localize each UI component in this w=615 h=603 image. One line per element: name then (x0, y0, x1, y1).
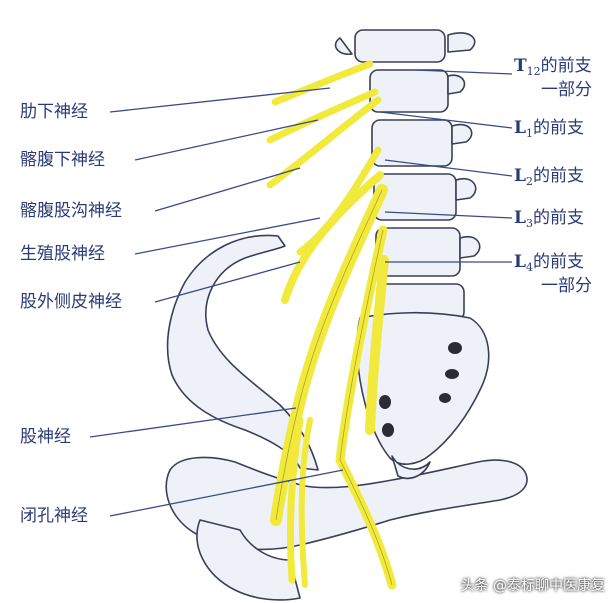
subcostal-nerve (271, 60, 374, 106)
label-genitofemoral: 生殖股神经 (20, 244, 105, 264)
l2-process-r (451, 123, 473, 145)
nerve-outlines (275, 189, 393, 586)
vertebra-t12 (354, 29, 446, 63)
label-l1-sub: 1 (525, 127, 533, 140)
label-l2-sub: 2 (525, 175, 533, 188)
leader-l2 (384, 159, 513, 177)
femoral-branch-a (286, 416, 304, 584)
left-ilium (166, 234, 319, 471)
label-subcostal: 肋下神经 (20, 102, 88, 122)
leader-l1 (379, 111, 513, 129)
leader-lat-femoral-cutaneous (154, 261, 301, 303)
label-iliohypogastric: 髂腹下神经 (20, 150, 105, 170)
l1-process-r (447, 74, 466, 95)
label-l3-sub: 3 (525, 217, 533, 230)
label-l3-letter: L (514, 208, 526, 228)
sacral-foramina (379, 342, 462, 437)
label-t12-sub: 12 (526, 65, 541, 78)
label-l2-letter: L (514, 166, 526, 186)
sacral-foramen-4 (379, 395, 391, 409)
femoral-head (196, 519, 301, 601)
obturator-outline (339, 229, 393, 586)
leader-femoral (89, 407, 297, 438)
label-l4-text: 的前支 (532, 252, 584, 272)
label-l4-letter: L (514, 252, 526, 272)
label-l2: L2的前支 (514, 166, 584, 192)
iliohypogastric-nerve (266, 88, 379, 144)
sacral-foramen-3 (439, 393, 451, 403)
label-l3-text: 的前支 (532, 208, 584, 228)
label-femoral: 股神经 (20, 427, 71, 447)
lumbosacral-trunk (365, 255, 389, 435)
coccyx (391, 455, 431, 480)
sacral-foramen-2 (445, 369, 459, 379)
femoral-branch-b (298, 417, 313, 588)
label-l2-text: 的前支 (532, 166, 584, 186)
t12-process-r (447, 32, 476, 53)
label-l3: L3的前支 (514, 208, 584, 234)
label-t12: T12的前支 (514, 56, 592, 82)
leader-l3 (384, 211, 513, 219)
label-l1: L1的前支 (514, 118, 584, 144)
lateral-femoral-cutaneous-nerve (281, 171, 384, 304)
t12-process (334, 37, 353, 55)
leader-subcostal (109, 87, 331, 113)
watermark: 头条 @泰标聊中医康复 (460, 578, 605, 594)
l3-process-r (455, 177, 477, 201)
label-t12-letter: T (514, 56, 527, 76)
label-ilioinguinal: 髂腹股沟神经 (20, 201, 122, 221)
leader-obturator (109, 469, 344, 517)
ilioinguinal-nerve (266, 96, 382, 189)
vertebra-l1 (369, 69, 449, 113)
label-t12-text: 的前支 (540, 56, 592, 76)
label-obturator: 闭孔神经 (20, 506, 88, 526)
leader-t12 (414, 69, 513, 75)
leader-genitofemoral (134, 217, 321, 255)
sacral-foramen-1 (448, 342, 462, 354)
label-l4: L4的前支 (514, 252, 584, 278)
sacral-foramen-5 (382, 423, 394, 437)
vertebra-l2 (371, 119, 453, 167)
label-l1-text: 的前支 (532, 118, 584, 138)
leader-iliohypogastric (134, 119, 319, 161)
leader-ilioinguinal (154, 167, 301, 212)
femoral-outline (275, 189, 383, 521)
label-l4-sub: 4 (525, 261, 533, 274)
vertebra-l4 (375, 227, 461, 277)
label-l1-letter: L (514, 118, 526, 138)
label-l4-line2: 一部分 (541, 276, 592, 296)
label-t12-line2: 一部分 (541, 80, 592, 100)
leader-lines (89, 69, 513, 517)
bones (165, 29, 528, 601)
l4-process-r (459, 235, 481, 259)
label-lat-femoral-cutaneous: 股外侧皮神经 (20, 292, 122, 312)
